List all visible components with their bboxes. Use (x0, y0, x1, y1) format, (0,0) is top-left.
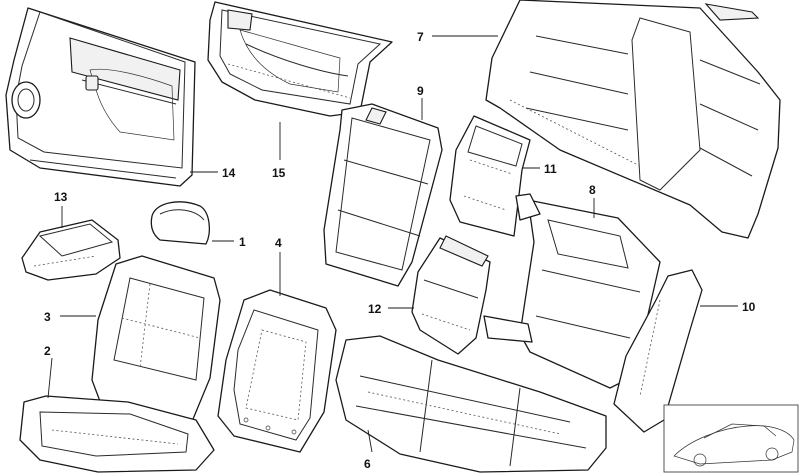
callout-6: 6 (364, 457, 371, 471)
callout-8: 8 (589, 183, 596, 197)
callout-2: 2 (44, 344, 51, 358)
seat-frame (217, 289, 337, 453)
leader-lines (47, 35, 738, 453)
front-armrest (21, 219, 121, 281)
armrest-frame (411, 235, 491, 355)
front-seat-cushion (19, 395, 215, 473)
callout-9: 9 (417, 84, 424, 98)
side-bolster (613, 269, 703, 433)
callout-10: 10 (742, 300, 756, 314)
rear-side-backrest (483, 193, 661, 389)
front-backrest (91, 255, 221, 437)
centre-armrest-cover (449, 115, 531, 237)
vehicle-thumbnail (663, 404, 799, 473)
callout-4: 4 (275, 236, 282, 250)
front-door-panel (5, 7, 196, 187)
rear-backrest (485, 0, 781, 239)
callout-3: 3 (44, 310, 51, 324)
headrest (150, 201, 211, 245)
callout-15: 15 (272, 166, 286, 180)
callout-1: 1 (239, 235, 246, 249)
callout-11: 11 (544, 162, 557, 176)
rear-seat-cushion (335, 335, 607, 473)
callout-12: 12 (368, 302, 382, 316)
callout-7: 7 (417, 30, 424, 44)
backrest-panel-9 (323, 103, 443, 287)
rear-door-panel (207, 1, 393, 117)
callout-14: 14 (222, 166, 236, 180)
callout-13: 13 (54, 190, 68, 204)
